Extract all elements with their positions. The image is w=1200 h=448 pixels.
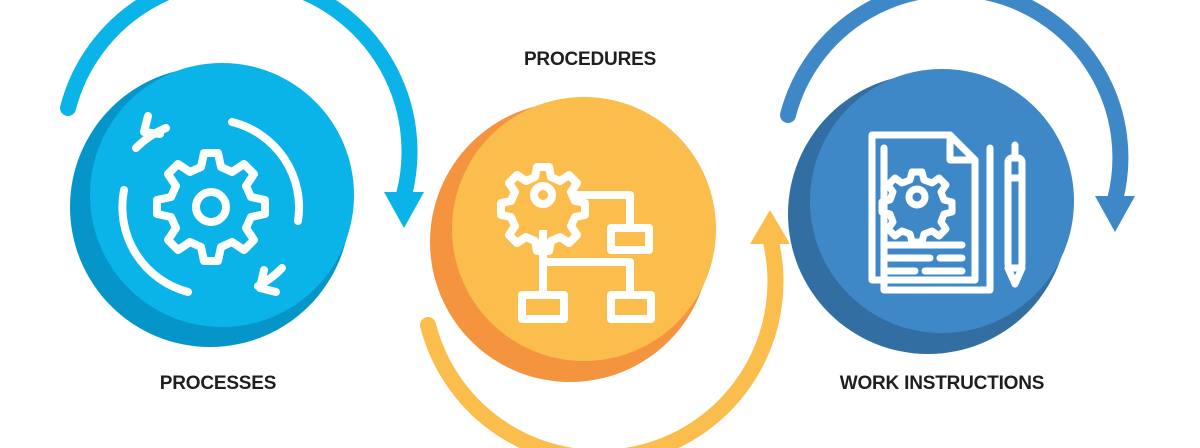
- document-pen-icon: [868, 131, 1026, 294]
- procedures-circle: [452, 97, 716, 361]
- arrow-head-icon: [384, 192, 424, 228]
- cycle-arrow-arc: [420, 230, 784, 448]
- arrow-head-icon: [1095, 196, 1135, 232]
- processes-node: [60, 0, 424, 347]
- work-instructions-node: [780, 0, 1135, 354]
- procedures-label: PROCEDURES: [523, 49, 657, 70]
- gear-cycle-icon: [118, 112, 304, 296]
- cycle-arrow-arc: [60, 0, 418, 203]
- work-instructions-label: WORK INSTRUCTIONS: [839, 373, 1045, 394]
- procedures-node: [420, 97, 790, 448]
- processes-label: PROCESSES: [159, 373, 277, 394]
- flowchart-icon: [497, 163, 655, 323]
- cycle-arrow-arc: [780, 0, 1129, 208]
- arrow-head-icon: [750, 210, 790, 244]
